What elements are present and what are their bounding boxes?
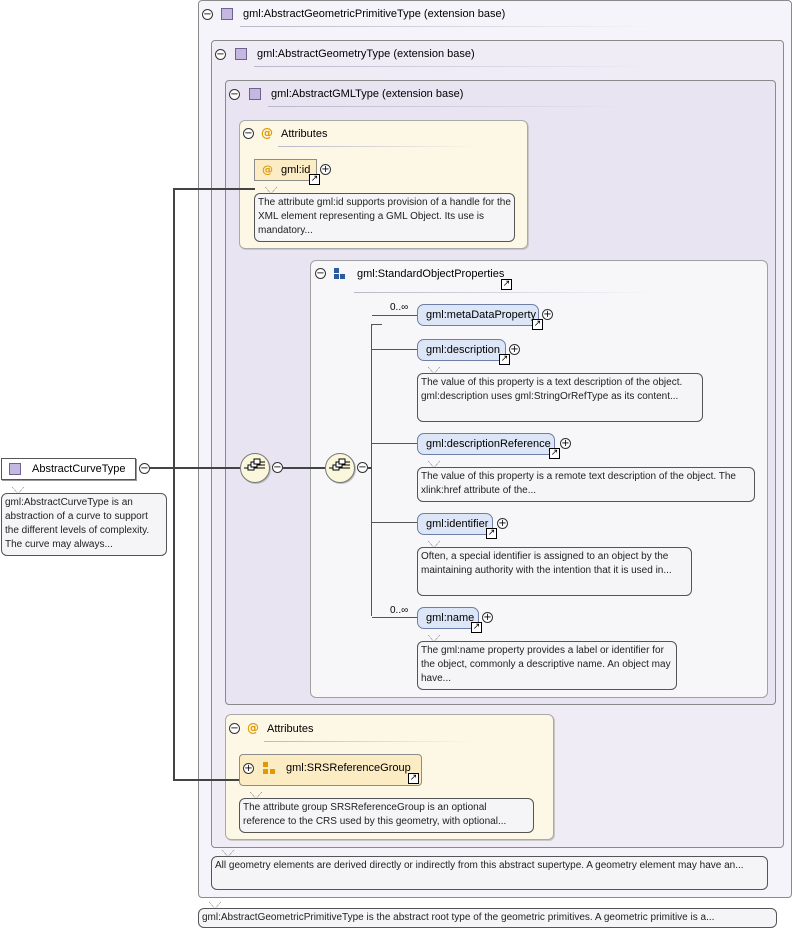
link-arrow-icon[interactable]: ↗ (408, 773, 419, 784)
occurs-name: 0..∞ (390, 605, 409, 616)
link-arrow-icon[interactable]: ↗ (486, 528, 497, 539)
element-description-doc: The value of this property is a text des… (417, 367, 703, 422)
expand-icon[interactable]: + (243, 763, 254, 774)
collapse-geometry-icon[interactable]: − (215, 49, 226, 60)
attribute-gml-id-doc: The attribute gml:id supports provision … (254, 187, 515, 242)
attribute-gml-id-label: gml:id (281, 164, 311, 176)
extension-geometry-doc: All geometry elements are derived direct… (211, 850, 768, 890)
extension-primitive-doc: gml:AbstractGeometricPrimitiveType is th… (198, 902, 777, 928)
extension-geometry-title: gml:AbstractGeometryType (extension base… (257, 48, 475, 60)
extension-primitive-title: gml:AbstractGeometricPrimitiveType (exte… (243, 8, 506, 20)
link-arrow-icon[interactable]: ↗ (532, 319, 543, 330)
collapse-sequence-icon[interactable]: − (357, 462, 368, 473)
expand-icon[interactable]: + (497, 518, 508, 529)
link-arrow-icon[interactable]: ↗ (501, 279, 512, 290)
attribute-at-icon: @ (261, 126, 273, 140)
collapse-primitive-icon[interactable]: − (202, 9, 213, 20)
expand-icon[interactable]: + (320, 164, 331, 175)
extension-gml-title: gml:AbstractGMLType (extension base) (271, 88, 464, 100)
expand-icon[interactable]: + (482, 612, 493, 623)
complex-type-icon (249, 88, 261, 100)
element-metadataproperty[interactable]: gml:metaDataProperty (417, 304, 539, 326)
attributes-bottom-title: Attributes (267, 723, 314, 735)
group-icon (334, 268, 346, 280)
collapse-attributes-icon[interactable]: − (229, 723, 240, 734)
collapse-root-icon[interactable]: − (139, 463, 150, 474)
link-arrow-icon[interactable]: ↗ (499, 354, 510, 365)
root-type-name: AbstractCurveType (32, 463, 126, 475)
attributes-top-title: Attributes (281, 128, 328, 140)
element-identifier-doc: Often, a special identifier is assigned … (417, 541, 692, 596)
complex-type-icon (9, 463, 21, 475)
complex-type-icon (235, 48, 247, 60)
expand-icon[interactable]: + (560, 438, 571, 449)
element-name-doc: The gml:name property provides a label o… (417, 635, 677, 690)
link-arrow-icon[interactable]: ↗ (549, 448, 560, 459)
link-arrow-icon[interactable]: ↗ (309, 174, 320, 185)
attribute-group-srsreference-doc: The attribute group SRSReferenceGroup is… (239, 792, 534, 833)
expand-icon[interactable]: + (542, 309, 553, 320)
element-name[interactable]: gml:name (417, 607, 479, 629)
attribute-group-srsreference[interactable] (239, 754, 422, 786)
element-descriptionreference[interactable]: gml:descriptionReference (417, 433, 555, 455)
root-type-doc: gml:AbstractCurveType is an abstraction … (1, 487, 167, 556)
attribute-at-icon: @ (247, 721, 259, 735)
root-type-box[interactable] (1, 458, 136, 480)
group-icon (263, 762, 276, 775)
collapse-group-icon[interactable]: − (315, 268, 326, 279)
element-descriptionreference-doc: The value of this property is a remote t… (417, 461, 755, 502)
sequence-compositor-icon[interactable] (240, 453, 270, 483)
link-arrow-icon[interactable]: ↗ (471, 622, 482, 633)
collapse-gml-icon[interactable]: − (229, 89, 240, 100)
sequence-compositor-icon[interactable] (325, 453, 355, 483)
attribute-gml-id[interactable] (254, 159, 317, 181)
standard-object-properties-title: gml:StandardObjectProperties (357, 268, 505, 280)
occurs-metadata: 0..∞ (390, 302, 409, 313)
complex-type-icon (221, 8, 233, 20)
collapse-sequence-icon[interactable]: − (272, 462, 283, 473)
collapse-attributes-icon[interactable]: − (243, 128, 254, 139)
element-identifier[interactable]: gml:identifier (417, 513, 493, 535)
element-description[interactable]: gml:description (417, 339, 506, 361)
attribute-at-icon: @ (262, 163, 273, 176)
expand-icon[interactable]: + (509, 344, 520, 355)
attribute-group-srsreference-label: gml:SRSReferenceGroup (286, 762, 411, 774)
